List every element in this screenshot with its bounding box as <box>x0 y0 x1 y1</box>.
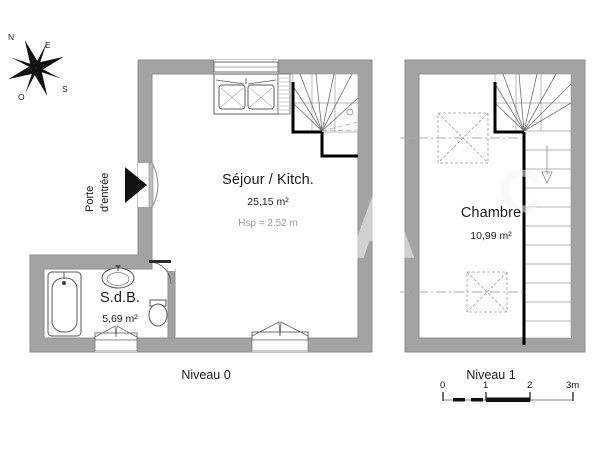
scale-tick-2: 2 <box>527 380 533 391</box>
scale-tick-1: 1 <box>483 380 489 391</box>
sdb-door-opening <box>168 262 175 271</box>
room-label-sejour-kitch: Séjour / Kitch. <box>222 172 314 188</box>
entrance-door-label-line1: Porte <box>84 185 96 212</box>
compass-label-north: N <box>8 32 15 42</box>
room-area-chambre: 10,99 m² <box>470 230 512 242</box>
sdb-door-leaf <box>149 260 171 263</box>
interior-wall-sdb <box>167 268 176 339</box>
level-caption-niveau-1: Niveau 1 <box>466 368 516 382</box>
staircase-niveau-0 <box>291 73 359 158</box>
watermark-text-right: A <box>347 172 416 279</box>
scale-tick-0: 0 <box>440 380 446 391</box>
compass-rose-graphic <box>8 40 64 96</box>
bathtub <box>47 271 82 337</box>
sejour-window-leaves <box>251 321 309 337</box>
kitchen-counter-hatch <box>277 73 291 115</box>
toilet <box>148 299 168 327</box>
kitchen-sink-unit <box>213 73 279 115</box>
room-label-sdb: S.d.B. <box>99 290 141 306</box>
entrance-door-swing-arc <box>151 162 159 208</box>
skylight-symbol-lower <box>466 271 508 313</box>
compass-label-west: O <box>18 92 25 102</box>
entrance-door-leaf <box>148 162 154 208</box>
bathroom-sink <box>101 265 135 289</box>
unit-niveau-1 <box>400 59 586 353</box>
watermark: C A C <box>263 158 541 279</box>
sdb-bottom-window <box>94 325 138 352</box>
scale-tick-3: 3m <box>566 380 580 391</box>
room-area-sejour-kitch: 25,15 m² <box>247 196 289 208</box>
staircase-niveau-1 <box>493 73 572 345</box>
room-label-chambre: Chambre <box>460 205 522 221</box>
exterior-walls-niveau-0-outline <box>29 59 373 353</box>
entrance-door-arrow <box>125 167 147 203</box>
exterior-walls-niveau-1-outline <box>404 59 586 353</box>
skylight-symbol-upper <box>437 112 489 164</box>
watermark-text-left: C <box>263 172 332 279</box>
watermark-text-far: C <box>498 158 541 225</box>
scale-bar-graphic <box>442 392 574 402</box>
room-height-sejour-kitch: Hsp = 2.52 m <box>238 218 298 229</box>
room-area-sdb: 5,69 m² <box>102 313 138 325</box>
exterior-walls-niveau-1 <box>405 60 585 352</box>
compass-label-east: E <box>45 40 51 50</box>
entrance-door-label-line2: d'entrée <box>99 172 111 212</box>
level-caption-niveau-0: Niveau 0 <box>181 368 231 382</box>
exterior-walls-niveau-0 <box>30 60 372 352</box>
compass-label-south: S <box>62 84 68 94</box>
unit-niveau-0 <box>29 59 373 353</box>
